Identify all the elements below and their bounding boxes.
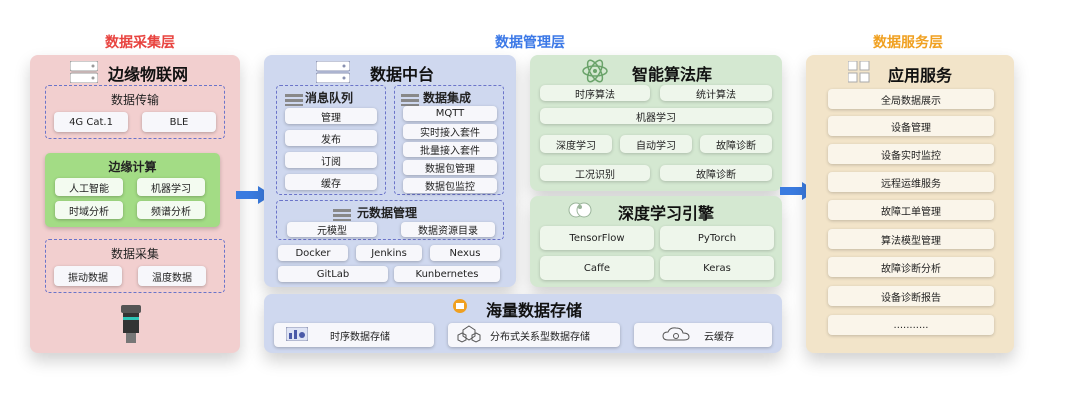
storage-item-label: 云缓存 [704, 331, 734, 343]
brain-icon [568, 200, 592, 224]
service-item: 设备诊断报告 [828, 286, 994, 306]
sensor-device-icon [118, 305, 144, 345]
edge-iot-panel: 边缘物联网 数据传输 4G Cat.1 BLE 边缘计算 人工智能 机器学习 时… [30, 55, 240, 353]
tool-item: Jenkins [356, 245, 422, 261]
tool-item: Nexus [430, 245, 500, 261]
tool-item: GitLab [278, 266, 388, 282]
algorithm-panel: 智能算法库 时序算法 统计算法 机器学习 深度学习 自动学习 故障诊断 工况识别… [530, 55, 782, 191]
metadata-box: 元数据管理 元模型 数据资源目录 [276, 200, 504, 240]
tool-item: Docker [278, 245, 348, 261]
service-item: 故障诊断分析 [828, 257, 994, 277]
cloud-icon [662, 326, 690, 345]
dl-item: Keras [660, 256, 774, 280]
service-item: ........... [828, 315, 994, 335]
grid-app-icon [847, 60, 870, 87]
integration-item: MQTT [403, 106, 497, 121]
algo-item: 自动学习 [620, 135, 692, 153]
database-icon [452, 298, 468, 318]
server-icon [69, 60, 99, 84]
transport-item-ble: BLE [142, 112, 216, 132]
storage-item: 分布式关系型数据存储 [448, 323, 620, 347]
collect-item: 振动数据 [54, 266, 122, 286]
storage-item: 时序数据存储 [274, 323, 434, 347]
metadata-title: 元数据管理 [357, 206, 418, 220]
service-item: 全局数据展示 [828, 89, 994, 109]
integration-title: 数据集成 [423, 91, 472, 105]
layer-title-manage: 数据管理层 [495, 35, 565, 51]
mq-item: 管理 [285, 108, 377, 124]
compute-item: 频谱分析 [137, 201, 205, 219]
edge-compute-title: 边缘计算 [108, 160, 157, 174]
algo-item: 故障诊断 [660, 165, 772, 181]
collect-title: 数据采集 [110, 247, 159, 261]
deep-learning-panel: 深度学习引擎 TensorFlow PyTorch Caffe Keras [530, 196, 782, 287]
service-item: 算法模型管理 [828, 229, 994, 249]
algo-item: 机器学习 [540, 108, 772, 124]
mq-item: 缓存 [285, 174, 377, 190]
storage-item-label: 分布式关系型数据存储 [490, 331, 590, 343]
storage-item: 云缓存 [634, 323, 772, 347]
edge-compute-box: 边缘计算 人工智能 机器学习 时域分析 频谱分析 [45, 153, 220, 227]
storage-title: 海量数据存储 [486, 301, 583, 320]
metadata-item: 数据资源目录 [401, 222, 495, 237]
transport-box: 数据传输 4G Cat.1 BLE [45, 85, 225, 139]
tool-item: Kunbernetes [394, 266, 500, 282]
algo-item: 故障诊断 [700, 135, 772, 153]
app-service-title: 应用服务 [888, 66, 953, 85]
mq-item: 发布 [285, 130, 377, 146]
storage-item-label: 时序数据存储 [330, 331, 390, 343]
compute-item: 机器学习 [137, 178, 205, 196]
integration-item: 数据包监控 [403, 178, 497, 193]
edge-iot-title: 边缘物联网 [108, 65, 189, 84]
service-item: 故障工单管理 [828, 200, 994, 220]
deep-learning-title: 深度学习引擎 [618, 204, 715, 223]
algo-item: 工况识别 [540, 165, 650, 181]
algo-item: 时序算法 [540, 85, 650, 101]
algorithm-title: 智能算法库 [632, 65, 713, 84]
layer-title-collect: 数据采集层 [105, 35, 175, 51]
atom-icon [582, 59, 608, 87]
data-center-panel: 数据中台 消息队列 管理 发布 订阅 缓存 数据集成 MQTT 实时接入套件 批… [264, 55, 516, 287]
list-icon [285, 91, 303, 110]
service-item: 设备管理 [828, 116, 994, 136]
list-icon [401, 91, 419, 110]
collect-box: 数据采集 振动数据 温度数据 [45, 239, 225, 293]
algo-item: 深度学习 [540, 135, 612, 153]
metadata-item: 元模型 [287, 222, 377, 237]
service-item: 远程运维服务 [828, 172, 994, 192]
integration-box: 数据集成 MQTT 实时接入套件 批量接入套件 数据包管理 数据包监控 [394, 85, 504, 195]
server-icon [315, 60, 351, 84]
service-item: 设备实时监控 [828, 144, 994, 164]
dl-item: Caffe [540, 256, 654, 280]
dl-item: PyTorch [660, 226, 774, 250]
mq-item: 订阅 [285, 152, 377, 168]
list-icon [333, 206, 351, 225]
storage-panel: 海量数据存储 时序数据存储 分布式关系型数据存储 云缓存 [264, 294, 782, 353]
distributed-icon [456, 324, 482, 346]
timeseries-chart-icon [285, 326, 309, 344]
integration-item: 数据包管理 [403, 160, 497, 175]
layer-title-service: 数据服务层 [873, 35, 943, 51]
dl-item: TensorFlow [540, 226, 654, 250]
mq-box: 消息队列 管理 发布 订阅 缓存 [276, 85, 386, 195]
integration-item: 批量接入套件 [403, 142, 497, 157]
collect-item: 温度数据 [138, 266, 206, 286]
data-center-title: 数据中台 [370, 65, 435, 84]
transport-title: 数据传输 [110, 93, 159, 107]
compute-item: 时域分析 [55, 201, 123, 219]
compute-item: 人工智能 [55, 178, 123, 196]
transport-item-4g: 4G Cat.1 [54, 112, 128, 132]
mq-title: 消息队列 [305, 91, 354, 105]
integration-item: 实时接入套件 [403, 124, 497, 139]
app-service-panel: 应用服务 全局数据展示 设备管理 设备实时监控 远程运维服务 故障工单管理 算法… [806, 55, 1014, 353]
algo-item: 统计算法 [660, 85, 772, 101]
